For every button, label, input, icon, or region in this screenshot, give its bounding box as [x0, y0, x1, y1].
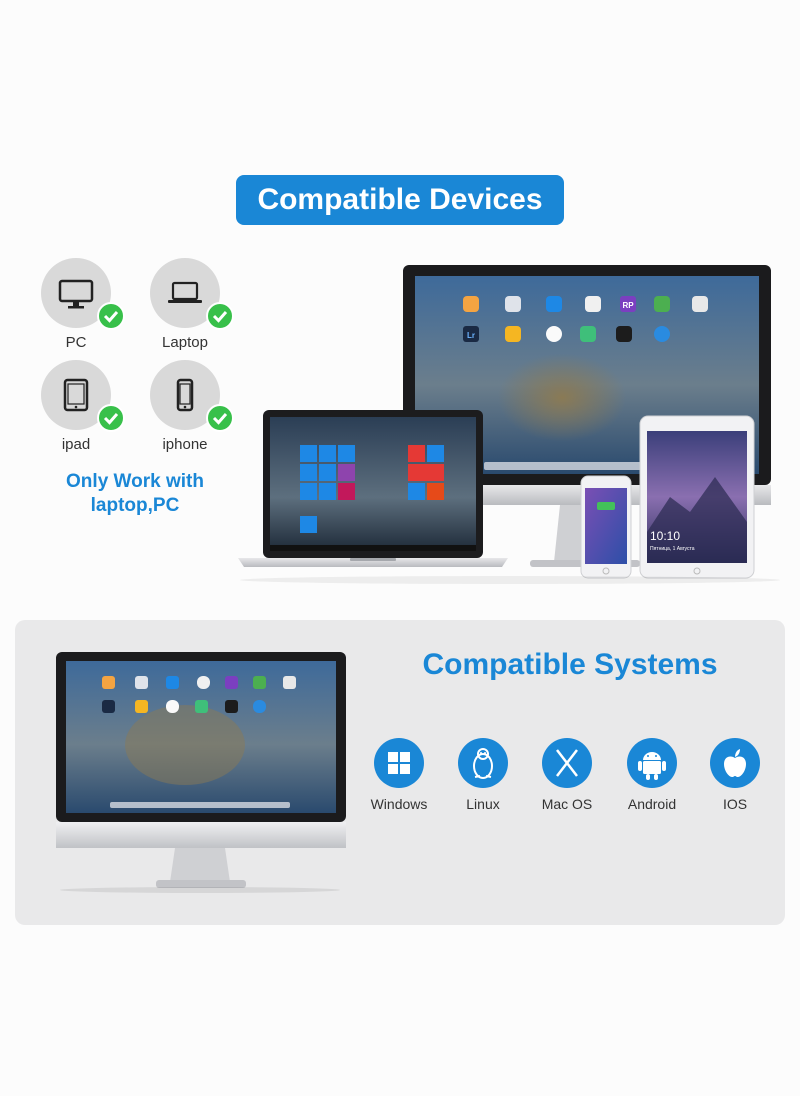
- devices-illustration: RP Lr: [238, 265, 780, 584]
- lr-app-label: Lr: [467, 331, 475, 340]
- phone-icon: [176, 378, 194, 412]
- os-label: Android: [627, 796, 677, 812]
- note-line-1: Only Work with: [66, 471, 204, 492]
- device-label: iphone: [162, 436, 208, 453]
- device-label: Laptop: [162, 334, 208, 351]
- check-icon: [206, 404, 234, 432]
- monitor-icon: [58, 279, 94, 309]
- device-laptop: Laptop: [145, 258, 234, 351]
- device-label: ipad: [61, 436, 91, 453]
- note-line-2: laptop,PC: [90, 495, 180, 516]
- os-label: Mac OS: [541, 796, 593, 812]
- os-windows: Windows: [359, 738, 439, 812]
- compatibility-note: Only Work with laptop,PC: [40, 470, 230, 518]
- ipad-lock-date: Пятница, 1 Августа: [650, 546, 695, 552]
- imac-app-icons: RP Lr: [463, 296, 708, 342]
- device-label: PC: [65, 334, 87, 351]
- laptop-icon: [168, 281, 202, 303]
- android-robot-icon: [638, 752, 666, 780]
- ipad-device: 10:10 Пятница, 1 Августа: [639, 415, 755, 579]
- systems-title: Compatible Systems: [422, 648, 718, 681]
- os-ios: IOS: [695, 738, 775, 812]
- tablet-icon: [63, 378, 89, 412]
- systems-imac-illustration: [56, 652, 346, 893]
- windows-logo-icon: [388, 752, 410, 774]
- os-label: IOS: [722, 796, 748, 812]
- check-icon: [206, 302, 234, 330]
- device-pc: PC: [36, 258, 125, 351]
- os-label: Windows: [370, 796, 428, 812]
- os-linux: Linux: [443, 738, 523, 812]
- check-icon: [97, 404, 125, 432]
- macos-x-icon: [556, 749, 578, 777]
- laptop-device: [238, 410, 508, 567]
- rp-app-label: RP: [622, 301, 634, 310]
- os-macos: Mac OS: [527, 738, 607, 812]
- apple-logo-icon: [724, 749, 746, 777]
- page-title: Compatible Devices: [236, 175, 564, 225]
- device-iphone: iphone: [145, 360, 234, 453]
- device-ipad: ipad: [36, 360, 125, 453]
- iphone-device: [580, 475, 632, 579]
- check-icon: [97, 302, 125, 330]
- os-android: Android: [612, 738, 692, 812]
- imac-app-icons: [102, 676, 296, 713]
- linux-penguin-icon: [473, 748, 493, 779]
- windows-start-tiles: [300, 445, 444, 533]
- ipad-lock-time: 10:10: [650, 529, 680, 543]
- os-label: Linux: [466, 796, 500, 812]
